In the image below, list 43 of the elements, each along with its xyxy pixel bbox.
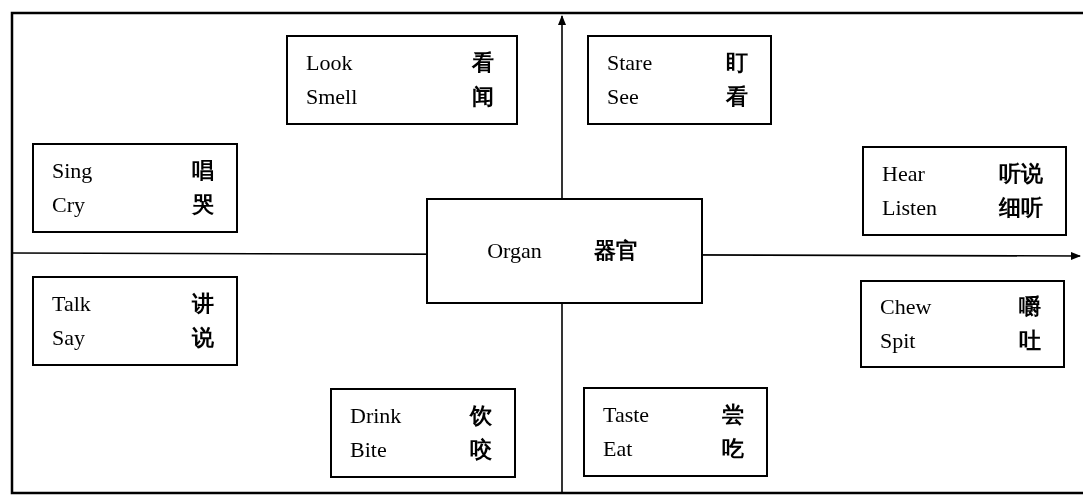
english-word: Say <box>52 324 86 352</box>
english-word: Chew <box>880 293 932 321</box>
english-word: Organ <box>487 237 542 265</box>
word-box <box>587 35 772 125</box>
english-word: Listen <box>882 194 937 222</box>
word-box <box>330 388 516 478</box>
english-word: Spit <box>880 327 917 355</box>
english-word: Taste <box>603 401 650 429</box>
chinese-word: 闻 <box>472 83 494 111</box>
english-word: Look <box>306 49 354 77</box>
chinese-word: 嚼 <box>1019 293 1041 321</box>
word-box <box>862 146 1067 236</box>
chinese-word: 细听 <box>999 194 1043 222</box>
chinese-word: 唱 <box>192 157 214 185</box>
word-box <box>860 280 1065 368</box>
word-box <box>583 387 768 477</box>
english-word: Drink <box>350 402 402 430</box>
english-word: See <box>607 83 640 111</box>
chinese-word: 看 <box>472 49 494 77</box>
word-box <box>32 276 238 366</box>
chinese-word: 吃 <box>722 435 744 463</box>
english-word: Cry <box>52 191 86 219</box>
chinese-word: 讲 <box>192 290 214 318</box>
chinese-word: 看 <box>726 83 748 111</box>
english-word: Bite <box>350 436 388 464</box>
center-box <box>426 198 703 304</box>
english-word: Eat <box>603 435 634 463</box>
chinese-word: 器官 <box>593 237 638 265</box>
chinese-word: 吐 <box>1019 327 1041 355</box>
chinese-word: 盯 <box>726 49 748 77</box>
english-word: Hear <box>882 160 926 188</box>
chinese-word: 说 <box>192 324 214 352</box>
chinese-word: 咬 <box>470 436 492 464</box>
chinese-word: 听说 <box>999 160 1043 188</box>
english-word: Sing <box>52 157 93 185</box>
word-box <box>32 143 238 233</box>
chinese-word: 哭 <box>192 191 214 219</box>
chinese-word: 尝 <box>722 401 744 429</box>
word-box <box>286 35 518 125</box>
english-word: Stare <box>607 49 653 77</box>
english-word: Smell <box>306 83 358 111</box>
english-word: Talk <box>52 290 91 318</box>
chinese-word: 饮 <box>470 402 492 430</box>
